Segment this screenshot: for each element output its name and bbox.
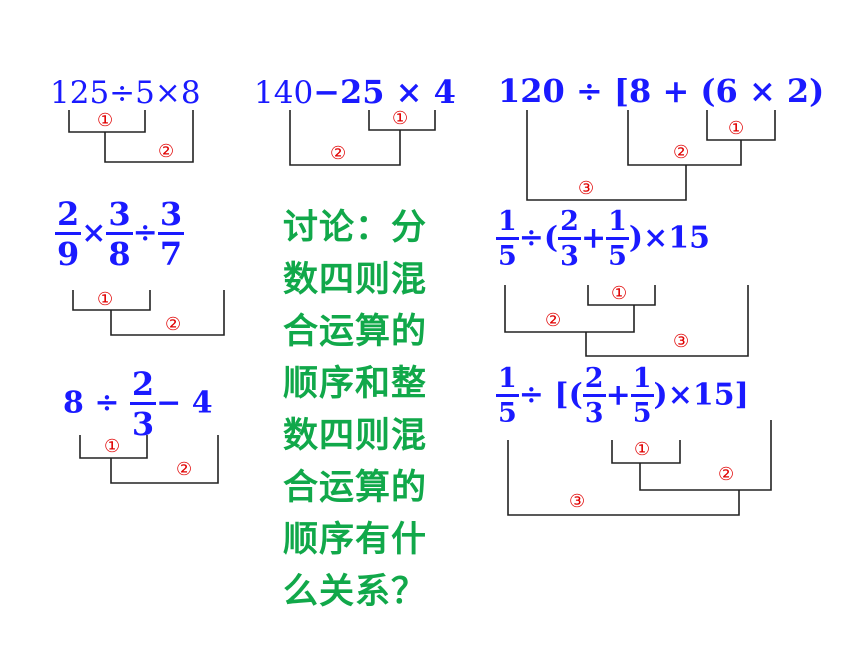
step-label: ② bbox=[718, 464, 735, 485]
step-label: ② bbox=[673, 142, 690, 163]
step-label: ② bbox=[158, 141, 175, 162]
fraction-denominator: 5 bbox=[632, 398, 652, 429]
fraction-denominator: 8 bbox=[108, 235, 131, 273]
operator: ÷ [( bbox=[518, 377, 583, 413]
fraction-numerator: 3 bbox=[106, 195, 133, 235]
fraction-numerator: 2 bbox=[55, 195, 82, 235]
expression-3: 120 ÷ [8 + (6 × 2) bbox=[498, 72, 825, 110]
expression-1: 125÷5×8 bbox=[50, 75, 201, 111]
expression-2-a: 140 bbox=[254, 75, 314, 111]
step-label: ② bbox=[330, 143, 347, 164]
operator: )×15] bbox=[653, 377, 749, 413]
fraction-numerator: 1 bbox=[630, 365, 654, 397]
operator: + bbox=[580, 220, 607, 256]
step-label: ① bbox=[611, 283, 628, 304]
step-label: ② bbox=[176, 459, 193, 480]
fraction-numerator: 1 bbox=[496, 365, 519, 397]
operator: ÷ bbox=[132, 215, 158, 251]
fraction-numerator: 2 bbox=[582, 365, 606, 397]
discussion-line: 讨论：分 bbox=[283, 208, 428, 248]
step-label: ③ bbox=[673, 331, 690, 352]
fraction-denominator: 5 bbox=[498, 398, 517, 429]
fraction-denominator: 3 bbox=[131, 405, 155, 443]
fraction-numerator: 2 bbox=[558, 208, 581, 240]
step-label: ③ bbox=[578, 178, 595, 199]
step-label: ① bbox=[392, 108, 409, 129]
discussion-line: 顺序和整 bbox=[283, 364, 428, 404]
discussion-line: 数四则混 bbox=[283, 260, 428, 300]
fraction-denominator: 5 bbox=[498, 241, 517, 272]
fraction-numerator: 2 bbox=[129, 365, 157, 405]
fraction-numerator: 1 bbox=[496, 208, 519, 240]
fraction-denominator: 3 bbox=[584, 398, 604, 429]
operator: × bbox=[81, 215, 107, 251]
step-label: ① bbox=[97, 110, 114, 131]
fraction-numerator: 1 bbox=[606, 208, 629, 240]
discussion-line: 么关系？ bbox=[283, 572, 428, 612]
discussion-line: 合运算的 bbox=[283, 312, 428, 352]
operator: + bbox=[605, 377, 631, 413]
expression-5-pre: 8 ÷ bbox=[63, 385, 130, 421]
step-label: ① bbox=[634, 439, 651, 460]
step-label: ② bbox=[545, 310, 562, 331]
fraction-denominator: 3 bbox=[560, 241, 579, 272]
step-label: ① bbox=[97, 289, 114, 310]
operator: ÷( bbox=[518, 220, 559, 256]
fraction-denominator: 9 bbox=[57, 235, 80, 273]
step-label: ③ bbox=[569, 491, 586, 512]
fraction-denominator: 7 bbox=[159, 235, 183, 273]
discussion-line: 数四则混 bbox=[283, 416, 428, 456]
discussion-line: 顺序有什 bbox=[283, 520, 428, 560]
step-label: ① bbox=[104, 436, 121, 457]
expression-2-b: −25 × 4 bbox=[313, 73, 456, 111]
discussion-text: 讨论：分 数四则混 合运算的 顺序和整 数四则混 合运算的 顺序有什 么关系？ bbox=[283, 202, 458, 618]
expression-5-post: − 4 bbox=[156, 385, 213, 421]
step-label: ① bbox=[728, 118, 745, 139]
fraction-denominator: 5 bbox=[608, 241, 627, 272]
fraction-numerator: 3 bbox=[157, 195, 185, 235]
expression-2: 140−25 × 4 bbox=[254, 76, 456, 109]
step-label: ② bbox=[165, 314, 182, 335]
operator: )×15 bbox=[628, 220, 710, 256]
discussion-line: 合运算的 bbox=[283, 468, 428, 508]
